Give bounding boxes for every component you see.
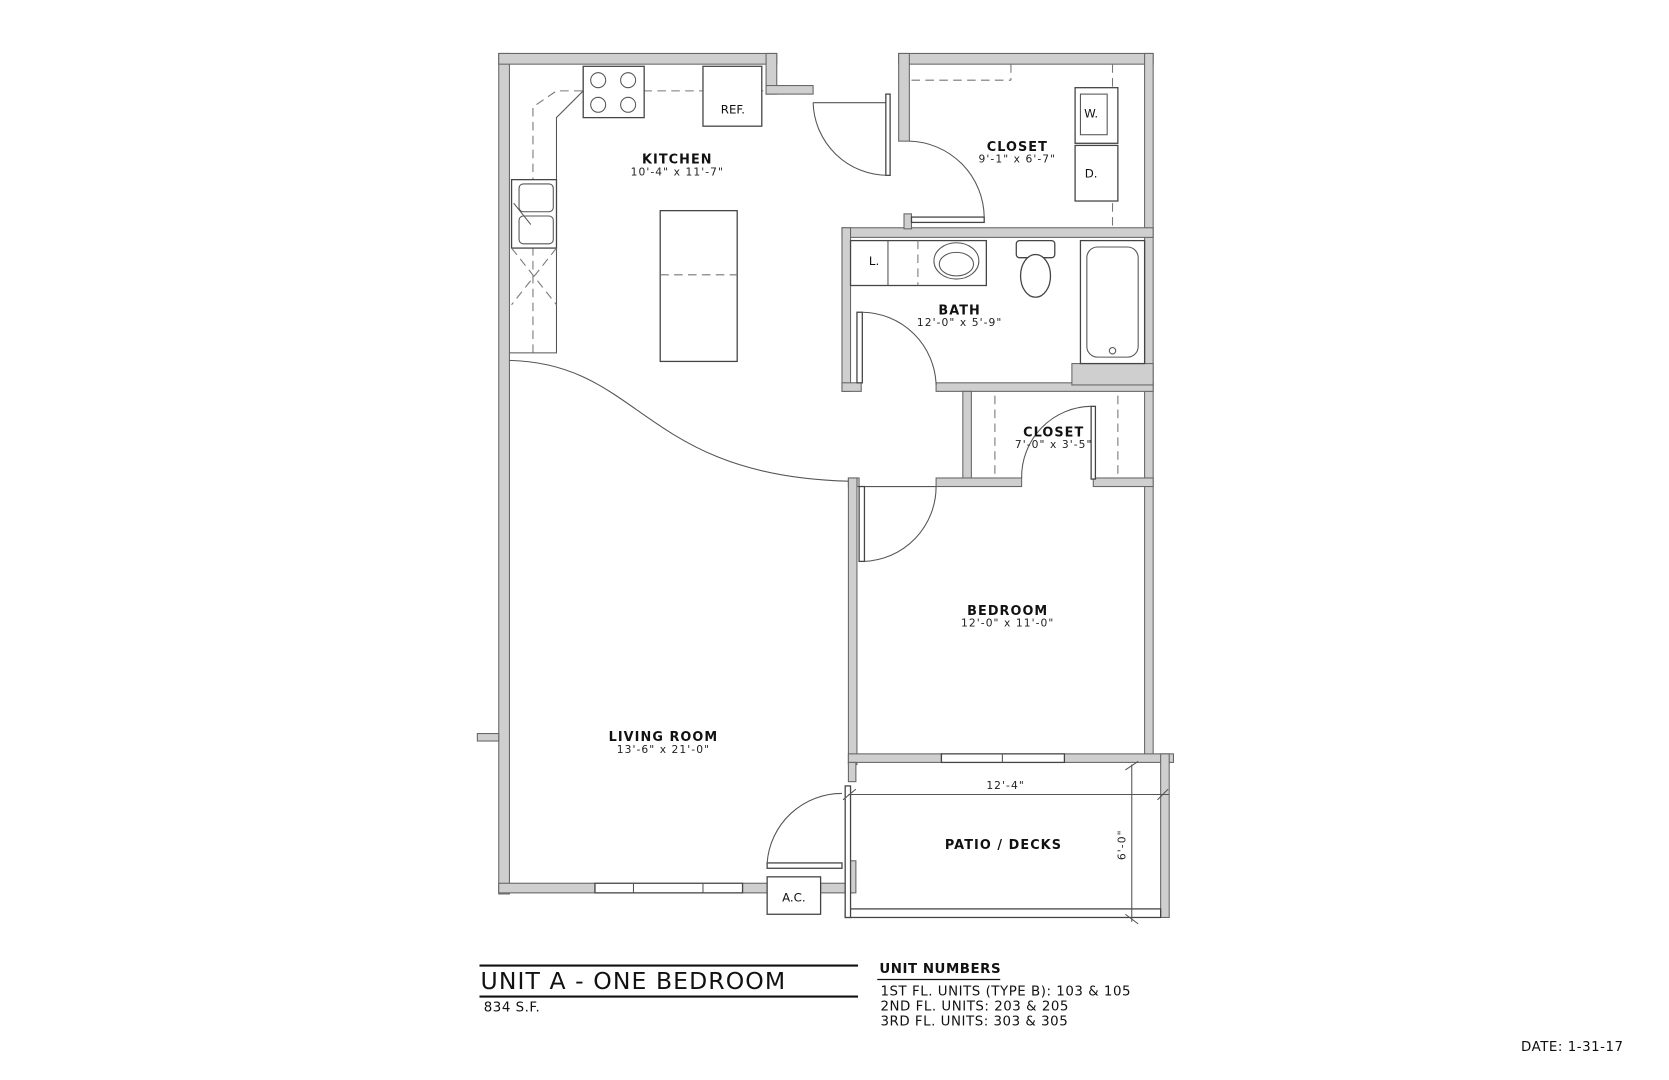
ref-label: REF. xyxy=(721,102,745,116)
linen-label: L. xyxy=(869,254,879,268)
patio-width-dimension: 12'-4" xyxy=(986,779,1025,792)
unit-line-1: 1ST FL. UNITS (TYPE B): 103 & 105 xyxy=(880,985,1131,1000)
ac-label: A.C. xyxy=(782,890,806,904)
windows xyxy=(594,753,1162,919)
kitchen-island xyxy=(659,210,738,363)
unit-numbers-heading: UNIT NUMBERS xyxy=(879,962,1001,977)
dryer xyxy=(1074,144,1119,202)
kitchen-sink xyxy=(510,179,558,249)
bath-size: 12'-0" x 5'-9" xyxy=(917,316,1003,329)
kitchen-label: KITCHEN xyxy=(642,153,713,168)
washer xyxy=(1074,87,1119,144)
bedroom-closet-label: CLOSET xyxy=(1023,425,1084,440)
patio-depth-dimension: 6'-0" xyxy=(1115,829,1128,860)
plan-date: DATE: 1-31-17 xyxy=(1521,1040,1624,1055)
bath-sink xyxy=(933,242,980,280)
kitchen-fixtures: REF. KITCHEN 10'-4" x 11'-7" xyxy=(509,65,767,363)
ac-unit xyxy=(766,876,822,915)
square-footage: 834 S.F. xyxy=(484,1001,541,1016)
dryer-label: D. xyxy=(1085,167,1098,181)
bath-fixtures: L. BATH 12'-0" x 5'-9" xyxy=(849,239,1146,365)
bedroom-label: BEDROOM xyxy=(967,604,1048,619)
unit-line-2: 2ND FL. UNITS: 203 & 205 xyxy=(880,999,1069,1014)
toilet-bowl xyxy=(1019,253,1052,298)
bath-label: BATH xyxy=(938,303,980,318)
walls xyxy=(476,52,1175,918)
title-block: UNIT A - ONE BEDROOM 834 S.F. UNIT NUMBE… xyxy=(479,962,1623,1055)
patio: 12'-4" 6'-0" PATIO / DECKS A.C. xyxy=(766,760,1170,925)
living-room-size: 13'-6" x 21'-0" xyxy=(617,743,710,756)
closet-size: 9'-1" x 6'-7" xyxy=(979,153,1057,166)
doors xyxy=(509,93,1119,869)
refrigerator xyxy=(702,65,763,127)
bathtub xyxy=(1079,239,1146,365)
washer-label: W. xyxy=(1084,107,1098,121)
bedroom-closet-size: 7'-0" x 3'-5" xyxy=(1015,438,1093,451)
closet-label: CLOSET xyxy=(987,140,1048,155)
laundry-closet: W. D. CLOSET 9'-1" x 6'-7" xyxy=(911,64,1119,228)
patio-label: PATIO / DECKS xyxy=(945,838,1062,853)
bedroom-size: 12'-0" x 11'-0" xyxy=(961,617,1054,630)
living-room-label: LIVING ROOM xyxy=(609,730,719,745)
plan-title: UNIT A - ONE BEDROOM xyxy=(481,967,787,995)
kitchen-size: 10'-4" x 11'-7" xyxy=(631,165,724,178)
unit-line-3: 3RD FL. UNITS: 303 & 305 xyxy=(880,1014,1068,1029)
